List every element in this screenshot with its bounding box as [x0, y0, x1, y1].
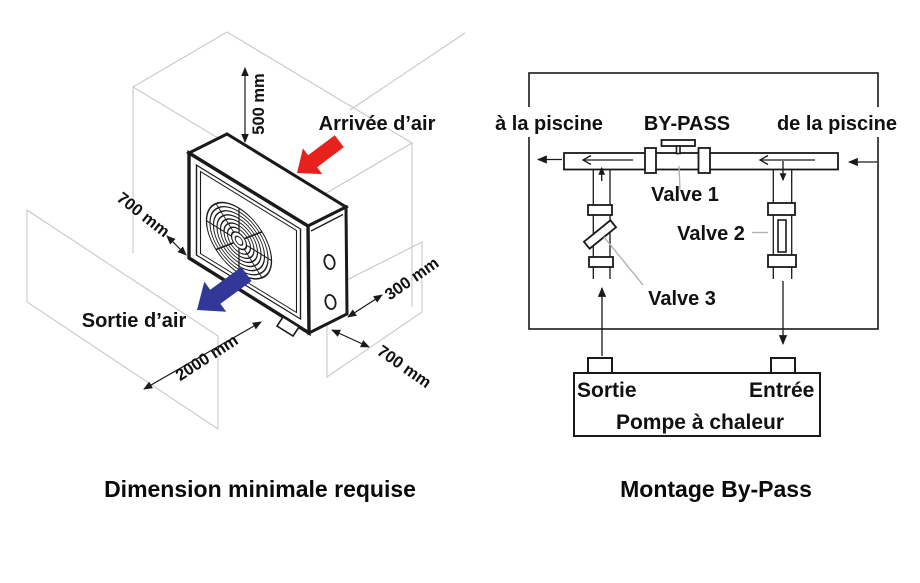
unit-foot — [275, 315, 301, 338]
unit-side-edge-line — [310, 213, 344, 232]
pump-inlet-stub — [770, 357, 796, 374]
heat-pump-box: Sortie Entrée Pompe à chaleur — [573, 357, 821, 437]
pump-outlet-stub — [587, 357, 613, 374]
valve3-flange-top — [587, 204, 613, 216]
chevron-inpipe-left — [581, 154, 592, 166]
valve1-handle-stem — [675, 145, 681, 155]
knockout-bottom — [324, 294, 337, 310]
heat-pump-unit — [185, 132, 350, 338]
valve3 — [582, 204, 618, 268]
valve2-label: Valve 2 — [677, 223, 745, 245]
dim-arrow-700-front — [331, 329, 370, 348]
valve1-label: Valve 1 — [651, 184, 719, 206]
pump-label: Pompe à chaleur — [616, 411, 784, 434]
to-pool-label: à la piscine — [495, 113, 603, 135]
clearance-caption: Dimension minimale requise — [104, 476, 416, 502]
valve1 — [644, 139, 711, 174]
valve3-leader-line — [603, 236, 644, 286]
valve3-handle — [582, 219, 618, 250]
fan-spokes — [206, 203, 272, 278]
valve3-label: Valve 3 — [648, 288, 716, 310]
clearance-diagram: 500 mm 700 mm 300 mm 700 mm 2000 mm Arri… — [26, 31, 466, 502]
air-inlet-label: Arrivée d’air — [319, 113, 436, 135]
valve2-flange-top — [767, 202, 796, 216]
bypass-boundary-box — [528, 72, 879, 330]
bypass-caption: Montage By-Pass — [620, 476, 812, 502]
valve2-sight-glass — [777, 219, 787, 253]
from-pool-label: de la piscine — [777, 113, 897, 135]
dim-label-2000: 2000 mm — [172, 331, 241, 385]
air-outlet-label: Sortie d’air — [82, 310, 187, 332]
pump-inlet-label: Entrée — [749, 379, 814, 402]
to-pool-label-bg — [483, 107, 615, 137]
dim-label-700-left: 700 mm — [113, 189, 173, 241]
bypass-diagram: à la piscine BY-PASS de la piscine — [483, 72, 907, 502]
valve2-flange-bottom — [767, 254, 797, 268]
pump-body — [573, 372, 821, 437]
valve1-handle-bar — [660, 139, 696, 147]
chevron-inpipe-right — [758, 154, 769, 166]
wall-back-ridge — [349, 32, 466, 111]
pump-outlet-label: Sortie — [577, 379, 637, 402]
dimension-lines — [143, 67, 383, 390]
valve1-flange-right — [697, 147, 711, 174]
valve3-flange-bottom — [588, 256, 614, 268]
air-outlet-arrow-icon — [197, 267, 252, 312]
from-pool-label-bg — [765, 107, 907, 137]
unit-front-face — [187, 149, 311, 337]
knockout-top — [323, 254, 336, 270]
valve1-leader-line — [678, 165, 681, 191]
side-panel-knockouts — [323, 254, 337, 310]
valve2 — [767, 202, 797, 268]
dim-label-500: 500 mm — [250, 73, 268, 134]
floor-slab-left — [26, 208, 219, 431]
floor-slab-right — [326, 241, 423, 379]
flow-arrows — [536, 154, 877, 356]
dim-arrow-300 — [347, 294, 383, 318]
bypass-label: BY-PASS — [644, 113, 730, 135]
panel-frame-outer — [195, 163, 302, 321]
dim-arrow-2000 — [143, 321, 262, 390]
dim-arrow-700-left — [166, 235, 187, 256]
dim-label-700-front: 700 mm — [374, 342, 435, 392]
air-inlet-arrow-icon — [297, 135, 344, 175]
valve1-flange-left — [644, 147, 657, 174]
unit-side-face — [306, 204, 349, 336]
